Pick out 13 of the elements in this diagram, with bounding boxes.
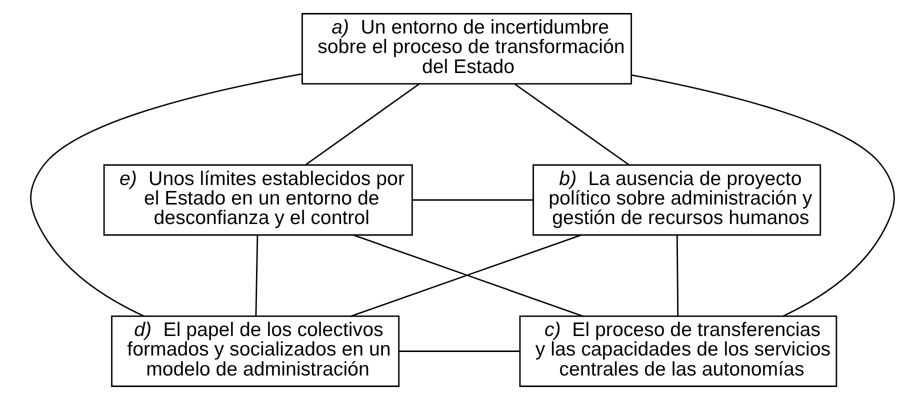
connector	[398, 350, 520, 352]
node-box: e) Unos límites establecidos por el Estado en un entorno de desconfianza y el control	[102, 164, 412, 236]
connector	[30, 73, 302, 317]
connector	[514, 83, 629, 166]
connector	[676, 235, 678, 316]
node-box: b) La ausencia de proyecto político sobre administración y gestión de recursos humanos	[532, 164, 821, 236]
node-box: c) El proceso de transferencias y las capacidades de los servicios centrales de las autonomías	[518, 316, 837, 387]
node-box: d) El papel de los colectivos formados y socializados en un modelo de administración	[110, 316, 400, 387]
node-box: a) Un entorno de incertidumbre sobre el proceso de transformación del Estado	[301, 13, 632, 84]
connector	[304, 83, 420, 166]
connector	[412, 199, 533, 201]
connector	[630, 74, 894, 317]
connector	[254, 235, 258, 316]
